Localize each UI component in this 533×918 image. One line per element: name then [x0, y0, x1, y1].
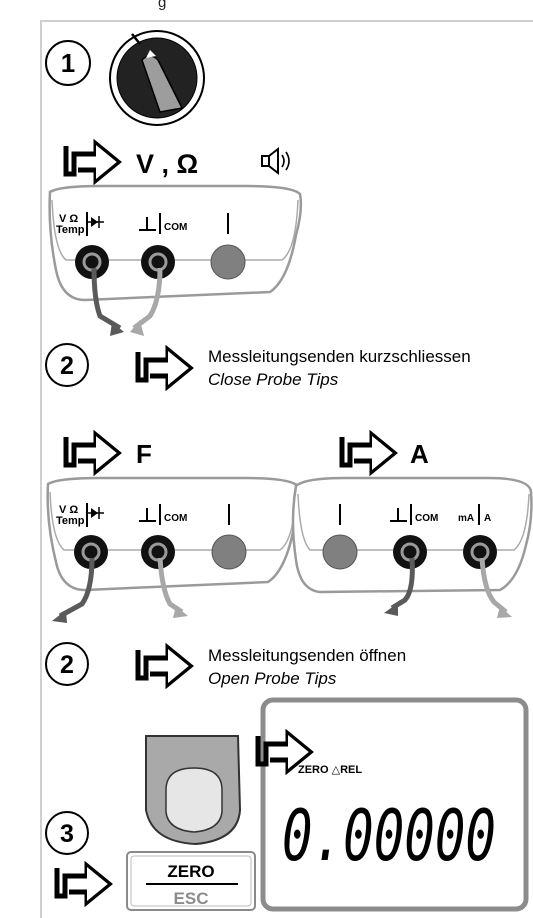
arrow-pointer-icon	[138, 648, 190, 684]
step-2b-number: 2	[60, 651, 74, 679]
arrow-pointer-icon	[66, 435, 118, 471]
function-label-voltage-ohm: V , Ω	[136, 149, 198, 179]
display-indicator: ZERO △REL	[298, 764, 362, 776]
test-lead-light	[157, 557, 184, 615]
test-lead-dark	[390, 557, 415, 611]
ground-icon	[390, 504, 412, 525]
arrow-pointer-icon	[66, 144, 118, 180]
arrow-pointer-icon	[57, 866, 109, 902]
step-2b-badge: 2	[45, 642, 89, 686]
label-v-ohm: V Ω	[59, 213, 78, 225]
instruction-open-en: Open Probe Tips	[208, 669, 337, 688]
step-2a-number: 2	[60, 352, 74, 380]
step-2a-badge: 2	[45, 343, 89, 387]
label-com: COM	[164, 222, 187, 233]
cropped-heading-fragment: g	[158, 0, 167, 11]
jack-panel-capacitance: V Ω Temp COM	[46, 476, 301, 592]
diode-icon	[86, 503, 104, 527]
jack-panel-current: COM mA A	[291, 476, 533, 594]
esc-label: ESC	[174, 889, 209, 908]
rotary-switch-icon	[109, 30, 205, 126]
instruction-open-de: Messleitungsenden öffnen	[208, 646, 406, 665]
step-1-badge: 1	[45, 40, 91, 86]
arrow-pointer-icon	[138, 350, 190, 386]
test-lead-dark	[91, 267, 122, 331]
label-com: COM	[164, 513, 187, 524]
instruction-short-en: Close Probe Tips	[208, 370, 339, 389]
label-temp: Temp	[56, 515, 85, 527]
function-label-capacitance: F	[136, 439, 152, 469]
test-lead-light	[479, 557, 508, 614]
zero-esc-button[interactable]: ZERO ESC	[126, 851, 256, 911]
display-reading: 0.00000	[282, 795, 496, 877]
ground-icon	[139, 504, 161, 525]
lcd-display: ZERO △REL 0.00000	[260, 697, 529, 912]
label-a: A	[484, 513, 491, 524]
jack-unused	[210, 244, 246, 280]
step-3-badge: 3	[45, 811, 89, 855]
zero-label: ZERO	[167, 862, 214, 881]
test-lead-light	[132, 267, 163, 330]
jack-unused	[322, 534, 358, 570]
label-com: COM	[415, 513, 438, 524]
arrow-pointer-icon	[342, 435, 394, 471]
label-temp: Temp	[56, 224, 85, 236]
jack-unused	[211, 534, 247, 570]
finger-icon	[145, 735, 242, 846]
step-1-number: 1	[61, 48, 75, 78]
label-v-ohm: V Ω	[59, 504, 78, 516]
diagram-frame	[40, 20, 533, 918]
instruction-short-de: Messleitungsenden kurzschliessen	[208, 347, 471, 366]
jack-panel-voltage: V Ω Temp COM	[48, 184, 303, 302]
test-lead-dark	[58, 557, 95, 619]
step-3-number: 3	[60, 820, 74, 848]
label-ma: mA	[458, 513, 474, 524]
buzzer-icon	[261, 146, 290, 176]
diode-icon	[86, 212, 104, 236]
function-label-current: A	[410, 439, 429, 469]
ground-icon	[139, 213, 161, 234]
